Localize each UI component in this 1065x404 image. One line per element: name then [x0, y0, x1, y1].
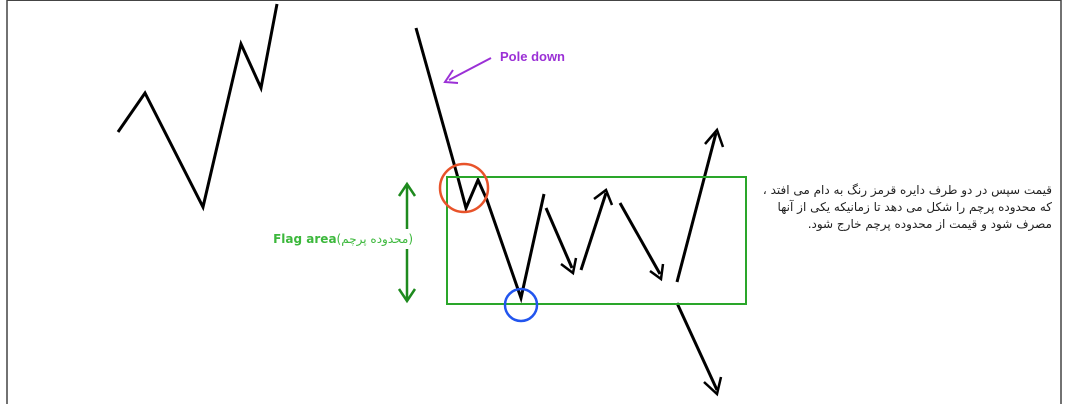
flag-description-text: قیمت سپس در دو طرف دایره قرمز رنگ به دام…	[762, 183, 1052, 231]
blue-circle-marker	[503, 287, 539, 323]
arrow-head	[560, 257, 578, 276]
arrow-head	[593, 188, 614, 206]
dimension-arrow-head-top	[397, 181, 417, 197]
flag-area-label-en: Flag area	[273, 232, 336, 246]
pole-down-pointer-arrow	[448, 57, 492, 81]
flag-label-backdrop	[255, 229, 415, 249]
arrow-head	[649, 263, 665, 282]
flag-area-box	[446, 176, 747, 305]
pointer-arrow-head	[443, 69, 459, 84]
arrow-head	[703, 376, 723, 397]
flag-area-label: Flag area(محدوده پرچم)	[273, 232, 413, 247]
flag-swing-line	[456, 176, 546, 304]
dimension-arrow-head-bottom	[397, 288, 417, 304]
arrow-head	[704, 127, 725, 148]
breakout-up-arrow	[675, 132, 718, 283]
red-circle-marker	[438, 162, 490, 214]
breakout-down-arrow	[675, 302, 719, 391]
flag-area-label-fa: (محدوده پرچم)	[337, 232, 413, 247]
pole-down-label: Pole down	[500, 49, 565, 64]
prior-uptrend-line	[116, 3, 279, 212]
swing-line-up	[579, 192, 608, 271]
pole-down-line	[414, 27, 460, 179]
swing-arrow-down-2	[618, 202, 662, 275]
swing-arrow-down-1	[544, 207, 574, 269]
